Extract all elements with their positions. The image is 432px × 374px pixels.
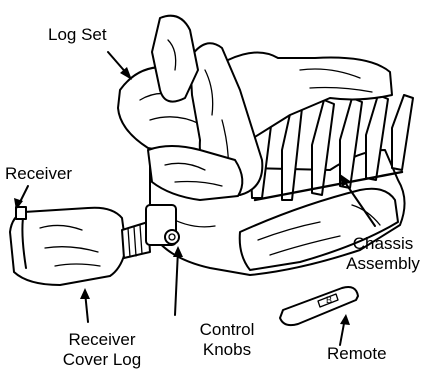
label-receiver-cover-log: Receiver Cover Log [56, 330, 148, 370]
label-receiver: Receiver [5, 164, 72, 184]
label-log-set: Log Set [48, 25, 107, 45]
control-knobs [146, 205, 179, 245]
svg-text:B: B [326, 295, 332, 305]
receiver-cover-log [10, 207, 126, 285]
label-remote: Remote [327, 344, 387, 364]
label-receiver-cover-line2: Cover Log [56, 350, 148, 370]
label-control-line1: Control [192, 320, 262, 340]
label-control-knobs: Control Knobs [192, 320, 262, 360]
label-chassis-assembly: Chassis Assembly [340, 234, 426, 274]
receiver-unit [16, 207, 26, 219]
label-chassis-line2: Assembly [340, 254, 426, 274]
label-receiver-cover-line1: Receiver [56, 330, 148, 350]
label-control-line2: Knobs [192, 340, 262, 360]
label-chassis-line1: Chassis [340, 234, 426, 254]
